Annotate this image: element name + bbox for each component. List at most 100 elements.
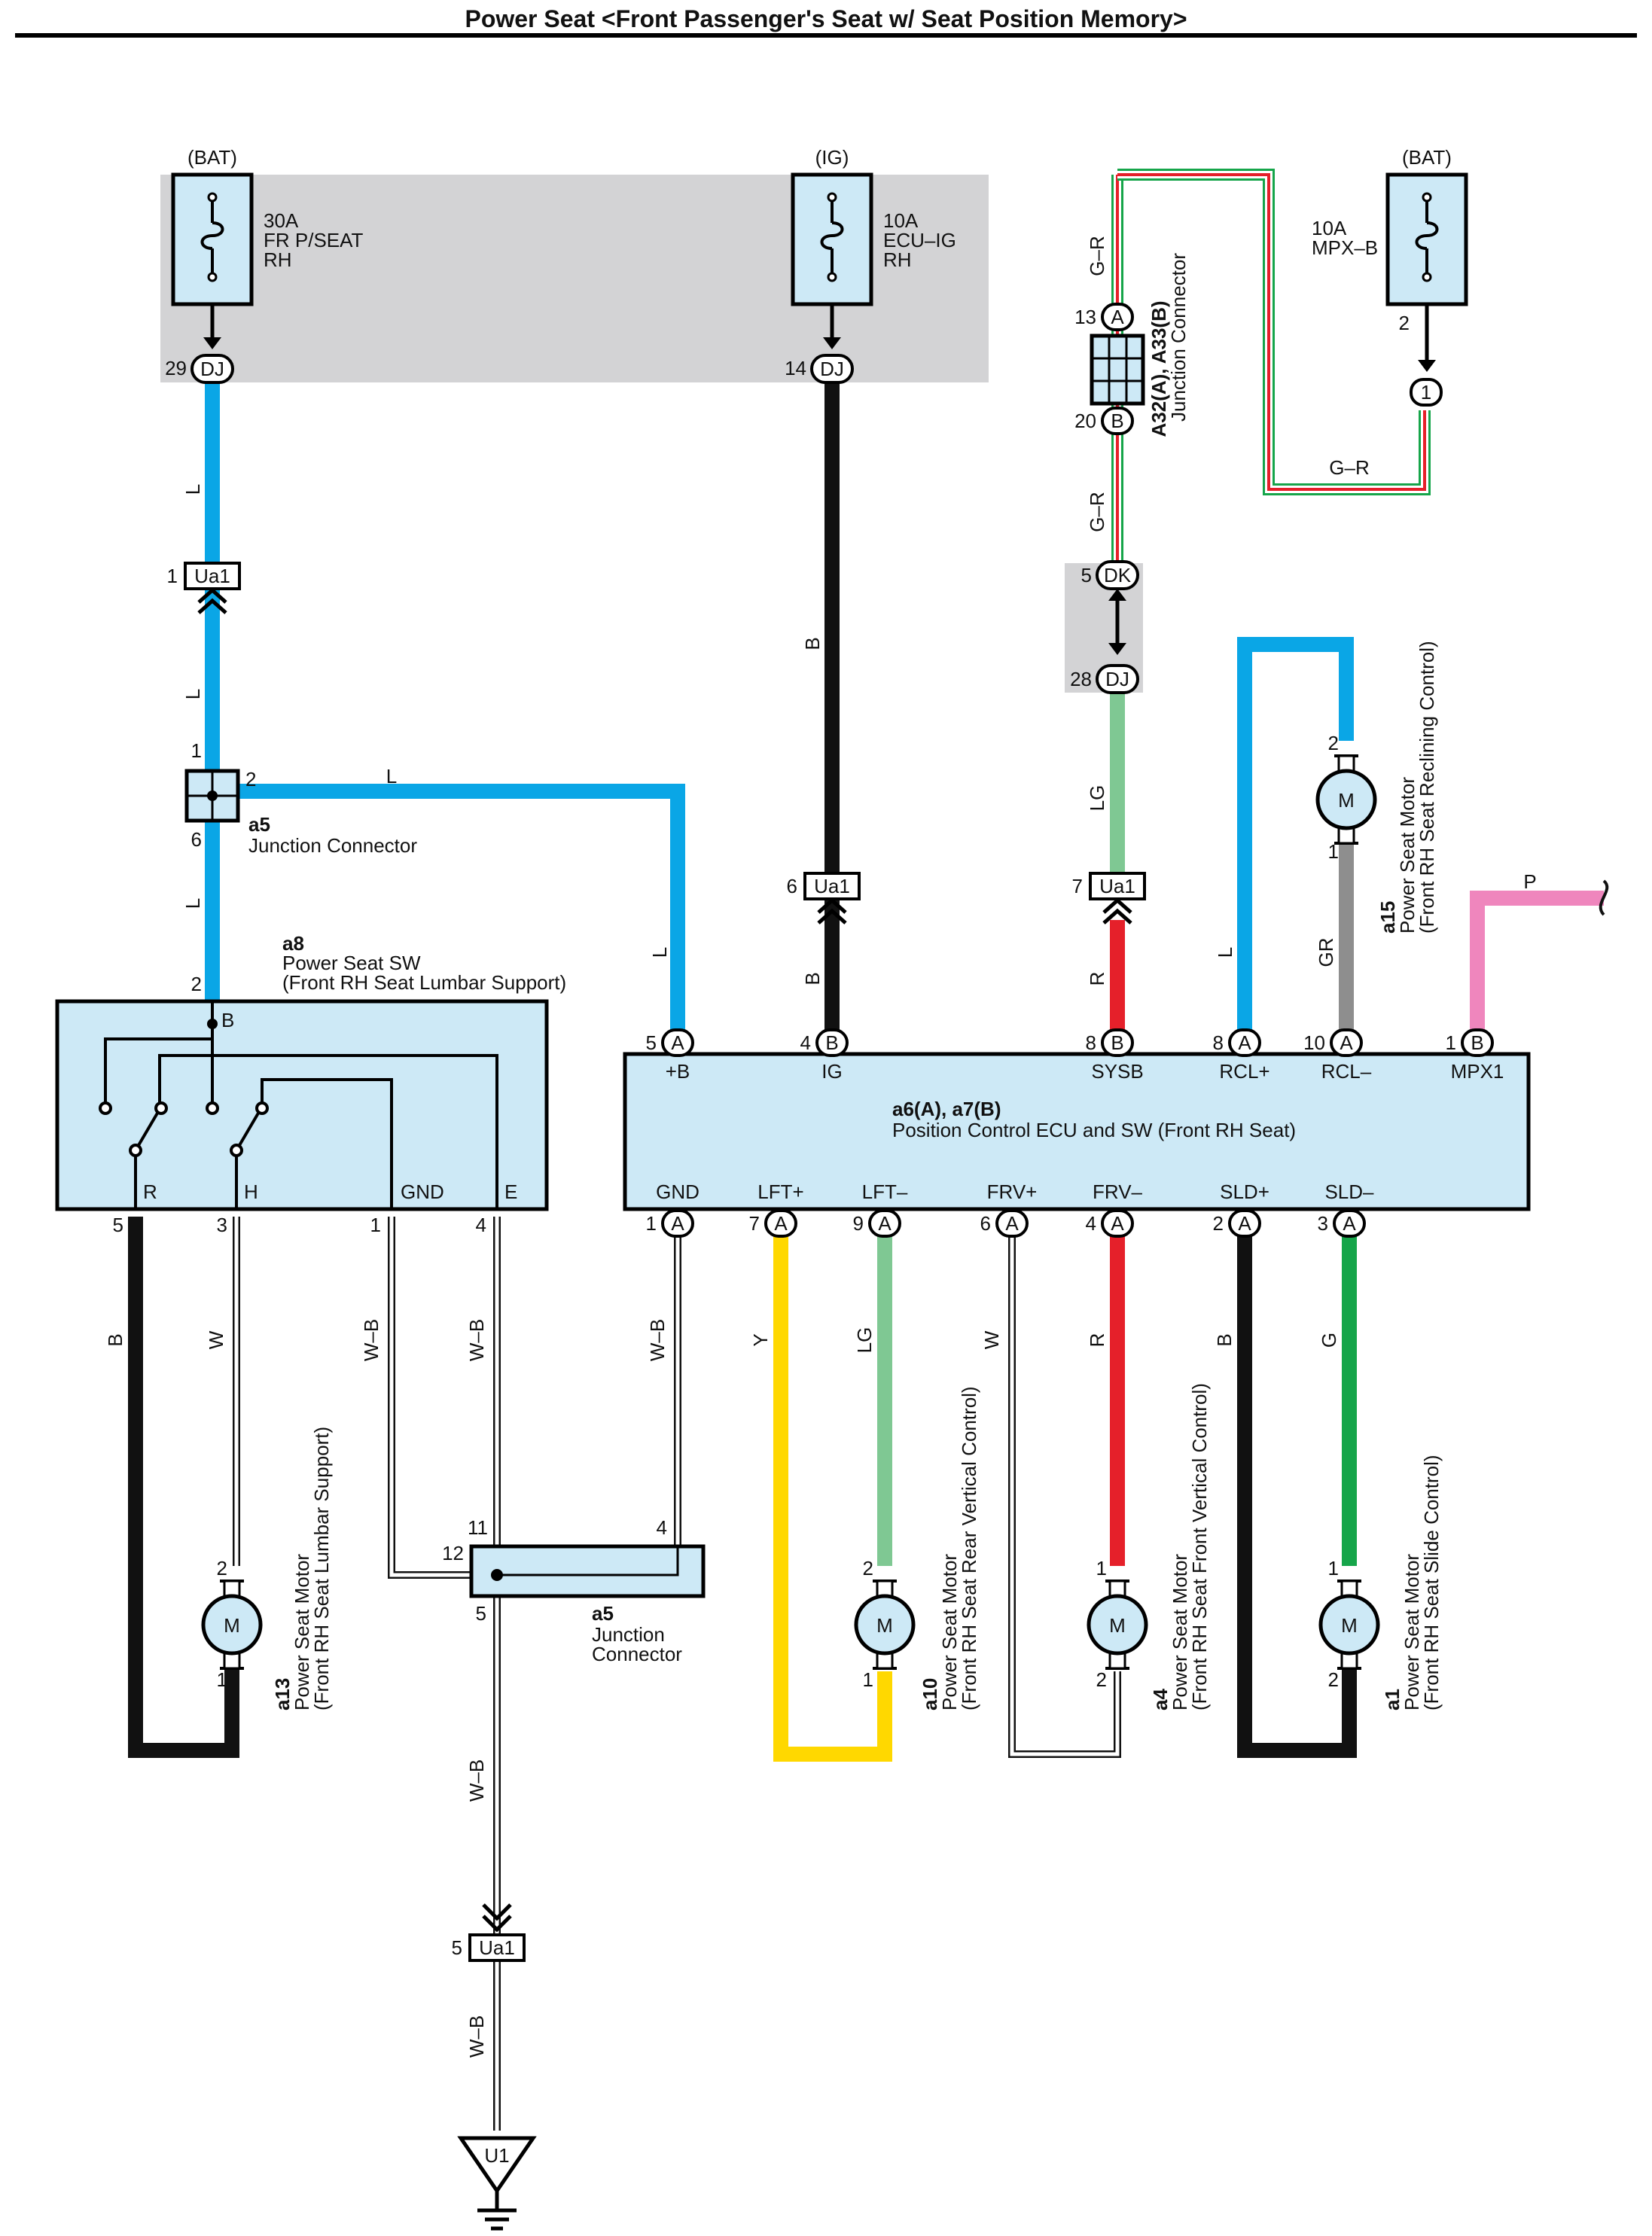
svg-text:B: B <box>825 1031 838 1054</box>
label-wire-lg-2: LG <box>853 1327 876 1354</box>
svg-text:RCL+: RCL+ <box>1219 1060 1269 1083</box>
svg-text:20: 20 <box>1074 410 1096 432</box>
svg-text:+B: +B <box>666 1060 690 1083</box>
svg-text:FRV–: FRV– <box>1093 1180 1143 1203</box>
svg-text:6: 6 <box>191 828 202 851</box>
connector-ua1-7: 7 Ua1 <box>1072 872 1146 925</box>
label-wire-lg-1: LG <box>1086 785 1108 812</box>
page-title: Power Seat <Front Passenger's Seat w/ Se… <box>465 5 1187 32</box>
svg-text:1: 1 <box>1421 381 1431 404</box>
svg-text:4: 4 <box>800 1031 811 1054</box>
label-wire-wb-2: W–B <box>465 1319 488 1361</box>
svg-text:2: 2 <box>245 768 256 791</box>
svg-text:MPX–B: MPX–B <box>1312 236 1378 259</box>
fuse-fr-p-seat: (BAT) 30A FR P/SEAT RH <box>171 146 364 349</box>
svg-text:Power Seat Motor: Power Seat Motor <box>1169 1554 1191 1711</box>
svg-text:a8: a8 <box>282 932 304 955</box>
svg-text:A: A <box>1111 306 1124 328</box>
fuse-mpx-b: (BAT) 10A MPX–B 2 1 <box>1312 146 1468 407</box>
svg-text:Ua1: Ua1 <box>479 1936 515 1959</box>
svg-text:ECU–IG: ECU–IG <box>883 229 956 251</box>
svg-text:A: A <box>774 1212 788 1235</box>
ground-u1: U1 <box>457 2136 537 2231</box>
svg-text:7: 7 <box>1072 875 1083 897</box>
svg-text:28: 28 <box>1070 668 1092 690</box>
svg-text:10: 10 <box>1303 1031 1325 1054</box>
title-rule <box>15 33 1637 38</box>
wire-color-labels: L L L L L B B G–R G–R G–R LG R L GR P B … <box>104 236 1537 2058</box>
connector-dj-14: 14 DJ <box>785 354 854 384</box>
svg-text:13: 13 <box>1074 306 1096 328</box>
svg-text:Junction Connector: Junction Connector <box>248 834 417 857</box>
wire-y-lft-plus <box>773 1217 892 1762</box>
svg-text:M: M <box>1109 1614 1126 1637</box>
wire-l-plus-b <box>226 784 685 1042</box>
svg-text:(BAT): (BAT) <box>1402 146 1452 169</box>
svg-text:4: 4 <box>476 1214 486 1236</box>
motor-a4-front-vertical: M 1 2 a4 Power Seat Motor (Front RH Seat… <box>1087 1383 1211 1711</box>
wire-l-rcl-plus <box>1237 637 1354 1042</box>
svg-text:a4: a4 <box>1149 1689 1172 1711</box>
svg-text:Connector: Connector <box>592 1643 682 1665</box>
svg-text:FRV+: FRV+ <box>987 1180 1038 1203</box>
svg-text:Power Seat Motor: Power Seat Motor <box>938 1554 961 1711</box>
svg-text:14: 14 <box>785 357 806 379</box>
motor-a13-lumbar: M 2 1 a13 Power Seat Motor (Front RH Sea… <box>201 1427 333 1711</box>
svg-text:1: 1 <box>370 1214 381 1236</box>
svg-text:1: 1 <box>167 565 178 587</box>
svg-text:LFT+: LFT+ <box>757 1180 803 1203</box>
svg-text:Power Seat SW: Power Seat SW <box>282 952 421 974</box>
svg-text:4: 4 <box>1086 1212 1096 1235</box>
motor-a15-reclining: M 2 1 a15 Power Seat Motor (Front RH Sea… <box>1315 641 1438 934</box>
wire-b-sld-plus <box>1237 1217 1357 1758</box>
label-wire-b-4: B <box>1213 1333 1236 1346</box>
motor-a10-rear-vertical: M 2 1 a10 Power Seat Motor (Front RH Sea… <box>854 1386 980 1711</box>
label-wire-w-1: W <box>205 1330 227 1349</box>
svg-text:Ua1: Ua1 <box>194 565 230 587</box>
svg-text:A: A <box>1111 1212 1124 1235</box>
svg-text:Junction Connector: Junction Connector <box>1167 253 1190 422</box>
label-wire-l-1: L <box>181 484 204 495</box>
svg-text:a5: a5 <box>592 1602 614 1625</box>
ecu-top-terminal-plus-b: 5 A +B <box>646 1028 694 1083</box>
svg-text:a13: a13 <box>271 1678 294 1711</box>
connector-dj-29: 29 DJ <box>165 354 234 384</box>
svg-text:2: 2 <box>191 973 202 995</box>
svg-text:3: 3 <box>1318 1212 1328 1235</box>
wire-p-mpx1 <box>1470 891 1604 1042</box>
svg-text:IG: IG <box>821 1060 842 1083</box>
svg-text:5: 5 <box>452 1936 462 1959</box>
svg-text:2: 2 <box>1213 1212 1224 1235</box>
svg-text:A32(A), A33(B): A32(A), A33(B) <box>1148 300 1170 437</box>
junction-a5-bottom: 11 12 4 5 a5 Junction Connector <box>442 1516 706 1665</box>
label-wire-l-2: L <box>181 689 204 699</box>
connector-ua1-1: 1 Ua1 <box>167 562 241 614</box>
svg-text:(IG): (IG) <box>815 146 849 169</box>
ecu-bottom-terminal-sld-plus: SLD+ 2 A <box>1213 1180 1269 1238</box>
svg-text:1: 1 <box>191 739 202 762</box>
svg-text:5: 5 <box>476 1602 486 1625</box>
svg-text:A: A <box>1340 1031 1353 1054</box>
junction-a32-a33: A 13 B 20 A32(A), A33(B) Junction Connec… <box>1074 253 1190 437</box>
svg-text:B: B <box>1111 410 1123 432</box>
svg-text:a5: a5 <box>248 813 270 836</box>
ecu-top-terminal-mpx1: 1 B MPX1 <box>1446 1028 1504 1083</box>
wire-w-b-gnd <box>388 1217 681 2131</box>
svg-text:A: A <box>671 1031 684 1054</box>
svg-text:Power Seat Motor: Power Seat Motor <box>291 1554 313 1711</box>
label-wire-r-1: R <box>1086 972 1108 986</box>
svg-text:2: 2 <box>217 1557 227 1580</box>
svg-text:6: 6 <box>787 875 797 897</box>
svg-text:A: A <box>878 1212 892 1235</box>
ecu-bottom-terminal-lft-minus: LFT– 9 A <box>853 1180 908 1238</box>
svg-text:8: 8 <box>1213 1031 1224 1054</box>
svg-text:(Front RH Seat Lumbar Support): (Front RH Seat Lumbar Support) <box>282 971 566 994</box>
svg-text:GND: GND <box>401 1180 444 1203</box>
connector-ua1-6: 6 Ua1 <box>787 872 861 925</box>
svg-text:12: 12 <box>442 1542 464 1564</box>
svg-text:30A: 30A <box>264 209 299 232</box>
svg-text:DJ: DJ <box>200 358 224 380</box>
svg-text:Ua1: Ua1 <box>814 875 850 897</box>
label-wire-b-1: B <box>801 637 824 650</box>
